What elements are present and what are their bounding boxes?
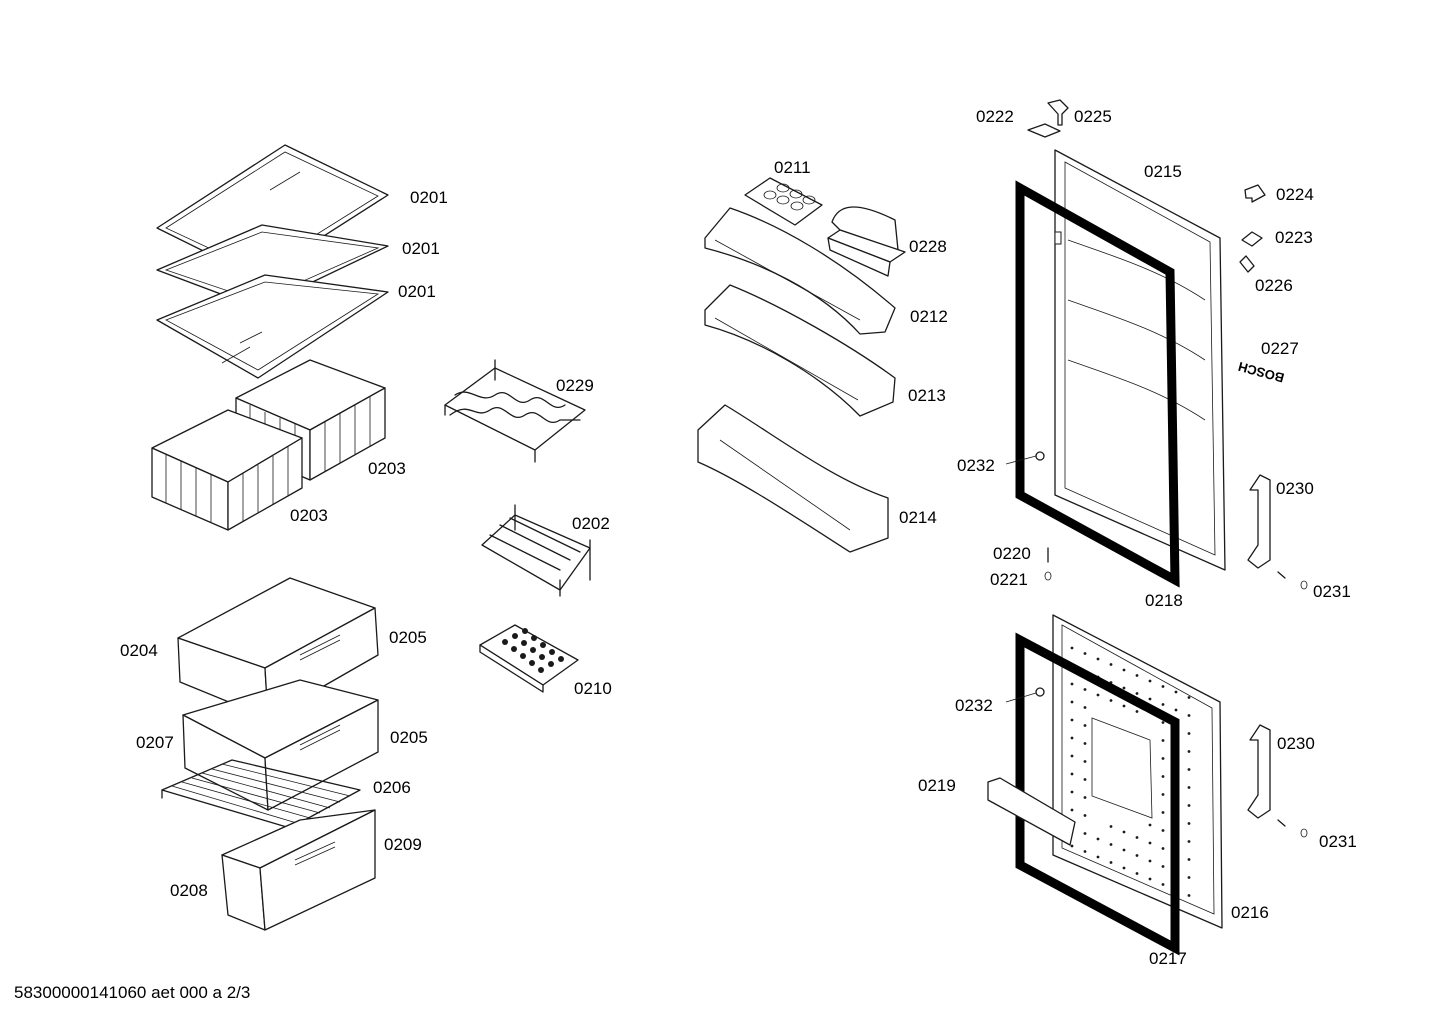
door-shelf-0213 xyxy=(704,284,896,417)
label-0205b: 0205 xyxy=(390,728,428,747)
stopper-0232-upper xyxy=(1005,451,1045,465)
hinge-0224 xyxy=(1244,184,1266,203)
label-0209: 0209 xyxy=(384,835,422,854)
door-shelf-0212 xyxy=(704,207,896,335)
label-0219: 0219 xyxy=(918,776,956,795)
label-0226: 0226 xyxy=(1255,276,1293,295)
label-0223: 0223 xyxy=(1275,228,1313,247)
hinge-cover-0222 xyxy=(1027,123,1061,138)
label-0205a: 0205 xyxy=(389,628,427,647)
stopper-0232-lower xyxy=(1005,687,1045,703)
crisper-drawer-lower xyxy=(182,679,379,811)
cover-0226 xyxy=(1239,255,1255,273)
egg-holder-0211 xyxy=(744,177,823,226)
freezer-drawer xyxy=(221,809,376,931)
egg-tray-0210 xyxy=(479,624,579,693)
screw-0231-upper xyxy=(1277,571,1308,590)
label-0218: 0218 xyxy=(1145,591,1183,610)
label-0201c: 0201 xyxy=(398,282,436,301)
label-0229: 0229 xyxy=(556,376,594,395)
pin-0220 xyxy=(1044,547,1052,581)
label-0201a: 0201 xyxy=(410,188,448,207)
bottle-rack-0229 xyxy=(444,359,586,463)
label-0225: 0225 xyxy=(1074,107,1112,126)
handle-0219 xyxy=(987,777,1076,846)
part-labels: 0201 0201 0201 0203 0203 0204 0205 0205 … xyxy=(120,107,1357,968)
label-0212: 0212 xyxy=(910,307,948,326)
label-0208: 0208 xyxy=(170,881,208,900)
door-shelf-0214 xyxy=(697,404,889,553)
fridge-door-0215 xyxy=(1054,149,1226,571)
label-0203a: 0203 xyxy=(368,459,406,478)
label-0231b: 0231 xyxy=(1319,832,1357,851)
label-0214: 0214 xyxy=(899,508,937,527)
footer-code: 58300000141060 aet 000 a 2/3 xyxy=(14,983,250,1002)
cap-0223 xyxy=(1241,231,1263,247)
label-0210: 0210 xyxy=(574,679,612,698)
door-gasket-0218 xyxy=(1015,180,1180,588)
label-0206: 0206 xyxy=(373,778,411,797)
hinge-0225 xyxy=(1047,99,1069,126)
label-0231a: 0231 xyxy=(1313,582,1351,601)
label-0221: 0221 xyxy=(990,570,1028,589)
wire-basket-rear xyxy=(235,359,386,481)
wire-grille-0206 xyxy=(161,759,361,837)
label-0230a: 0230 xyxy=(1276,479,1314,498)
label-0213: 0213 xyxy=(908,386,946,405)
bracket-0230-upper xyxy=(1247,474,1271,569)
wire-basket-front xyxy=(151,409,303,531)
label-0202: 0202 xyxy=(572,514,610,533)
label-0230b: 0230 xyxy=(1277,734,1315,753)
label-0207: 0207 xyxy=(136,733,174,752)
label-0232b: 0232 xyxy=(955,696,993,715)
label-0232a: 0232 xyxy=(957,456,995,475)
label-0228: 0228 xyxy=(909,237,947,256)
label-0201b: 0201 xyxy=(402,239,440,258)
label-0227: 0227 xyxy=(1261,339,1299,358)
label-0204: 0204 xyxy=(120,641,158,660)
label-0215: 0215 xyxy=(1144,162,1182,181)
label-0217: 0217 xyxy=(1149,949,1187,968)
glass-shelf-bottom xyxy=(156,274,389,379)
freezer-door-0216 xyxy=(1052,614,1223,929)
butter-dish-0228 xyxy=(827,206,906,277)
bottle-holder-0202 xyxy=(481,504,591,597)
label-0216: 0216 xyxy=(1231,903,1269,922)
label-0222: 0222 xyxy=(976,107,1014,126)
label-0211: 0211 xyxy=(774,158,811,177)
label-0220: 0220 xyxy=(993,544,1031,563)
screw-0231-lower xyxy=(1277,819,1308,838)
label-0203b: 0203 xyxy=(290,506,328,525)
label-0224: 0224 xyxy=(1276,185,1314,204)
bracket-0230-lower xyxy=(1247,724,1271,819)
brand-logo-text: BOSCH xyxy=(1237,359,1286,386)
